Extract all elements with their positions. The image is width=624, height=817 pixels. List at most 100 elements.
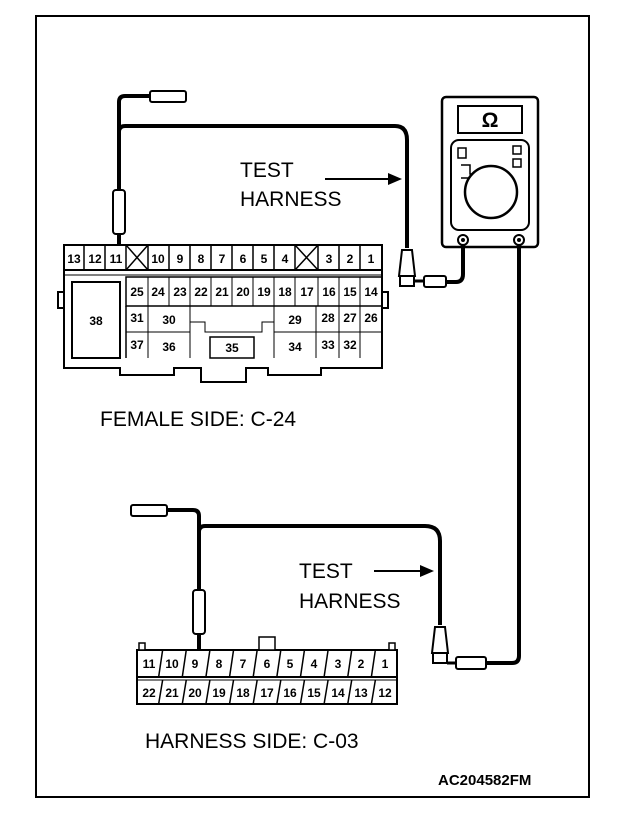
- pin-label: 9: [177, 252, 184, 266]
- cell-divider: [323, 679, 329, 705]
- cell-divider: [346, 649, 353, 678]
- test-harness-bottom-line1: TEST: [299, 560, 353, 583]
- alligator-clip-icon: [397, 249, 417, 277]
- cell-divider: [181, 679, 188, 705]
- arrow-icon: [325, 173, 402, 185]
- cavity-35: [209, 336, 255, 359]
- pin-label: 24: [151, 285, 165, 299]
- pin-label: 35: [225, 341, 239, 355]
- cell-divider: [299, 649, 306, 678]
- cavity-38: [71, 281, 121, 359]
- pin-label: 2: [358, 657, 365, 671]
- pin-label: 16: [283, 686, 297, 700]
- pin-label: 18: [236, 686, 250, 700]
- cell-divider: [276, 679, 282, 705]
- top-test-harness: [112, 90, 465, 288]
- pin-label: 4: [282, 252, 289, 266]
- bottom-test-harness: [130, 245, 521, 670]
- pin-label: 34: [288, 340, 302, 354]
- c24-pin-labels: 13 12 11 10 9 8 7 6 5 4 3 2 1 25 24 23 2…: [67, 252, 378, 355]
- cell-divider: [205, 679, 211, 705]
- c03-cell-dividers: [157, 649, 377, 705]
- test-harness-bottom-line2: HARNESS: [299, 590, 401, 613]
- pin-label: 6: [240, 252, 247, 266]
- cell-divider: [205, 649, 211, 678]
- pin-label: 29: [288, 313, 302, 327]
- pin-label: 11: [110, 252, 123, 266]
- cell-divider: [181, 649, 188, 678]
- probe-icon: [112, 189, 126, 235]
- alligator-clip-icon: [430, 626, 450, 654]
- cell-divider: [228, 649, 235, 678]
- pin-label: 1: [382, 657, 389, 671]
- pin-label: 32: [343, 338, 357, 352]
- ohm-symbol: Ω: [482, 109, 499, 132]
- probe-icon: [192, 589, 206, 635]
- figure-frame: [35, 15, 590, 798]
- test-harness-top-line1: TEST: [240, 159, 294, 182]
- pin-label: 17: [260, 686, 274, 700]
- pin-label: 22: [142, 686, 156, 700]
- pin-label: 5: [287, 657, 294, 671]
- pin-label: 12: [378, 686, 392, 700]
- pin-label: 10: [165, 657, 179, 671]
- cell-divider: [228, 679, 235, 705]
- pin-label: 31: [130, 311, 144, 325]
- cell-divider: [157, 679, 164, 705]
- connector-c24: [57, 244, 389, 383]
- pin-label: 7: [219, 252, 226, 266]
- pin-label: 13: [354, 686, 368, 700]
- pin-label: 1: [368, 252, 375, 266]
- cell-divider: [370, 679, 377, 705]
- pin-label: 3: [335, 657, 342, 671]
- pin-label: 25: [130, 285, 144, 299]
- cell-divider: [323, 649, 329, 678]
- flat-plug-icon: [149, 90, 187, 103]
- pin-label: 2: [347, 252, 354, 266]
- pin-label: 14: [331, 686, 345, 700]
- c03-pin-labels: 11 10 9 8 7 6 5 4 3 2 1 22 21 20 19 18 1…: [142, 657, 392, 700]
- cell-divider: [346, 679, 353, 705]
- pin-label: 38: [89, 314, 103, 328]
- pin-label: 16: [322, 285, 336, 299]
- pin-label: 33: [321, 338, 335, 352]
- cell-divider: [252, 679, 258, 705]
- pin-label: 23: [173, 285, 187, 299]
- pin-label: 8: [198, 252, 205, 266]
- pin-label: 20: [188, 686, 202, 700]
- pin-label: 4: [311, 657, 318, 671]
- pin-label: 15: [343, 285, 357, 299]
- ohmmeter-icon: Ω: [440, 95, 540, 249]
- pin-label: 20: [236, 285, 250, 299]
- pin-label: 18: [278, 285, 292, 299]
- pin-label: 7: [240, 657, 247, 671]
- pin-label: 21: [165, 686, 179, 700]
- connector-c03: [136, 636, 398, 705]
- pin-label: 36: [162, 340, 176, 354]
- figure-code: AC204582FM: [438, 772, 531, 789]
- pin-label: 9: [192, 657, 199, 671]
- pin-label: 12: [88, 252, 102, 266]
- test-harness-top-line2: HARNESS: [240, 188, 342, 211]
- pin-label: 26: [364, 311, 378, 325]
- pin-label: 22: [194, 285, 208, 299]
- pin-label: 5: [261, 252, 268, 266]
- pin-label: 13: [67, 252, 81, 266]
- pin-label: 27: [343, 311, 357, 325]
- cell-divider: [252, 649, 258, 678]
- pin-label: 28: [321, 311, 335, 325]
- pin-label: 10: [151, 252, 165, 266]
- pin-label: 8: [216, 657, 223, 671]
- pin-label: 6: [264, 657, 271, 671]
- pin-label: 3: [326, 252, 333, 266]
- pin-label: 15: [307, 686, 321, 700]
- cell-divider: [299, 679, 306, 705]
- cell-divider: [370, 649, 377, 678]
- flat-plug-icon: [130, 504, 168, 517]
- pin-label: 37: [130, 338, 144, 352]
- pin-label: 11: [143, 657, 156, 671]
- cell-divider: [276, 649, 282, 678]
- cell-divider: [157, 649, 164, 678]
